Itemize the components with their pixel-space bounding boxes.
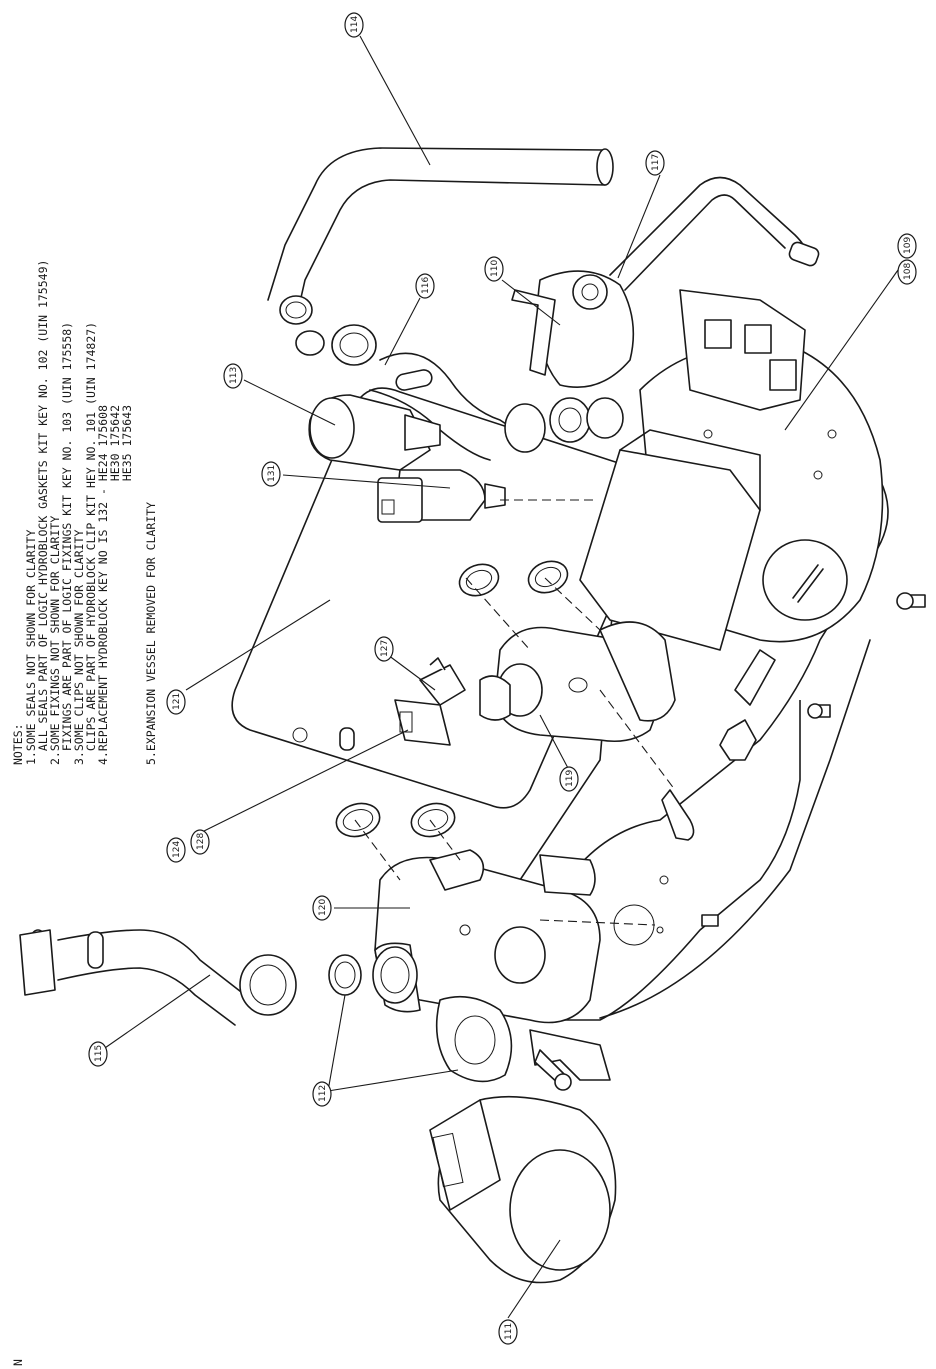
alignment-lines xyxy=(354,499,676,926)
svg-text:128: 128 xyxy=(196,833,206,850)
callout-119: 119 xyxy=(559,766,579,792)
note-line-8: HE30 175642 xyxy=(108,405,122,765)
callouts: 114 117 116 110 113 108 109 131 121 127 … xyxy=(88,12,917,1345)
callout-110: 110 xyxy=(484,256,504,282)
callout-117: 117 xyxy=(645,150,665,176)
note-line-2: ALL SEALS PART OF LOGIC HYDROBLOCK GASKE… xyxy=(36,260,50,765)
svg-text:108: 108 xyxy=(903,263,913,280)
pipe-115 xyxy=(19,929,297,1026)
pump-108 xyxy=(579,289,884,651)
svg-text:120: 120 xyxy=(318,899,328,916)
valve-body-119 xyxy=(479,621,676,743)
note-line-4: FIXINGS ARE PART OF LOGIC FIXINGS KIT KE… xyxy=(60,322,74,765)
connector-124 xyxy=(394,699,451,746)
callout-108: 108 xyxy=(897,259,917,285)
note-line-9: HE35 175643 xyxy=(120,405,134,765)
callout-120: 120 xyxy=(312,895,332,921)
svg-text:117: 117 xyxy=(651,154,661,171)
leader-lines xyxy=(101,35,899,1319)
callout-114: 114 xyxy=(344,12,364,38)
actuator-111 xyxy=(429,1095,617,1284)
note-line-3: 2.SOME FIXINGS NOT SHOWN FOR CLARITY xyxy=(48,516,62,765)
svg-text:112: 112 xyxy=(318,1085,328,1102)
svg-text:124: 124 xyxy=(172,841,182,858)
svg-text:115: 115 xyxy=(94,1045,104,1062)
clip-127 xyxy=(419,657,466,706)
pipe-116 xyxy=(331,324,624,461)
svg-text:127: 127 xyxy=(380,640,390,657)
svg-text:116: 116 xyxy=(421,277,431,294)
svg-text:131: 131 xyxy=(267,465,277,482)
pipe-114 xyxy=(267,147,614,356)
callout-121: 121 xyxy=(166,689,186,715)
callout-111: 111 xyxy=(498,1319,518,1345)
hydroblock-120 xyxy=(372,849,611,1091)
screws xyxy=(661,592,926,927)
callout-113: 113 xyxy=(223,363,243,389)
corner-mark: N xyxy=(11,1359,25,1366)
callout-115: 115 xyxy=(88,1041,108,1067)
callout-124: 124 xyxy=(166,837,186,863)
pressure-sensor-131 xyxy=(377,469,506,523)
seals xyxy=(328,560,569,996)
svg-text:113: 113 xyxy=(229,367,239,384)
svg-text:114: 114 xyxy=(350,16,360,33)
callout-127: 127 xyxy=(374,636,394,662)
notes-heading: NOTES: xyxy=(11,723,25,765)
svg-text:111: 111 xyxy=(504,1323,514,1340)
svg-text:109: 109 xyxy=(903,237,913,254)
svg-text:119: 119 xyxy=(565,770,575,787)
fitting-110 xyxy=(511,270,635,388)
note-line-6: CLIPS ARE PART OF HYDROBLOCK CLIP KIT HE… xyxy=(84,322,98,765)
sensor-113 xyxy=(308,394,441,471)
note-line-11: 5.EXPANSION VESSEL REMOVED FOR CLARITY xyxy=(144,502,158,765)
note-line-5: 3.SOME CLIPS NOT SHOWN FOR CLARITY xyxy=(72,530,86,765)
svg-text:110: 110 xyxy=(490,260,500,277)
notes-block: NOTES: 1.SOME SEALS NOT SHOWN FOR CLARIT… xyxy=(11,260,158,765)
callout-109: 109 xyxy=(897,233,917,259)
svg-text:121: 121 xyxy=(172,693,182,710)
callout-116: 116 xyxy=(415,273,435,299)
callout-128: 128 xyxy=(190,829,210,855)
pipe-117 xyxy=(609,176,820,291)
note-line-1: 1.SOME SEALS NOT SHOWN FOR CLARITY xyxy=(24,530,38,765)
callout-112: 112 xyxy=(312,1081,332,1107)
note-line-7: 4.REPLACEMENT HYDROBLOCK KEY NO IS 132 -… xyxy=(96,405,110,765)
callout-131: 131 xyxy=(261,461,281,487)
